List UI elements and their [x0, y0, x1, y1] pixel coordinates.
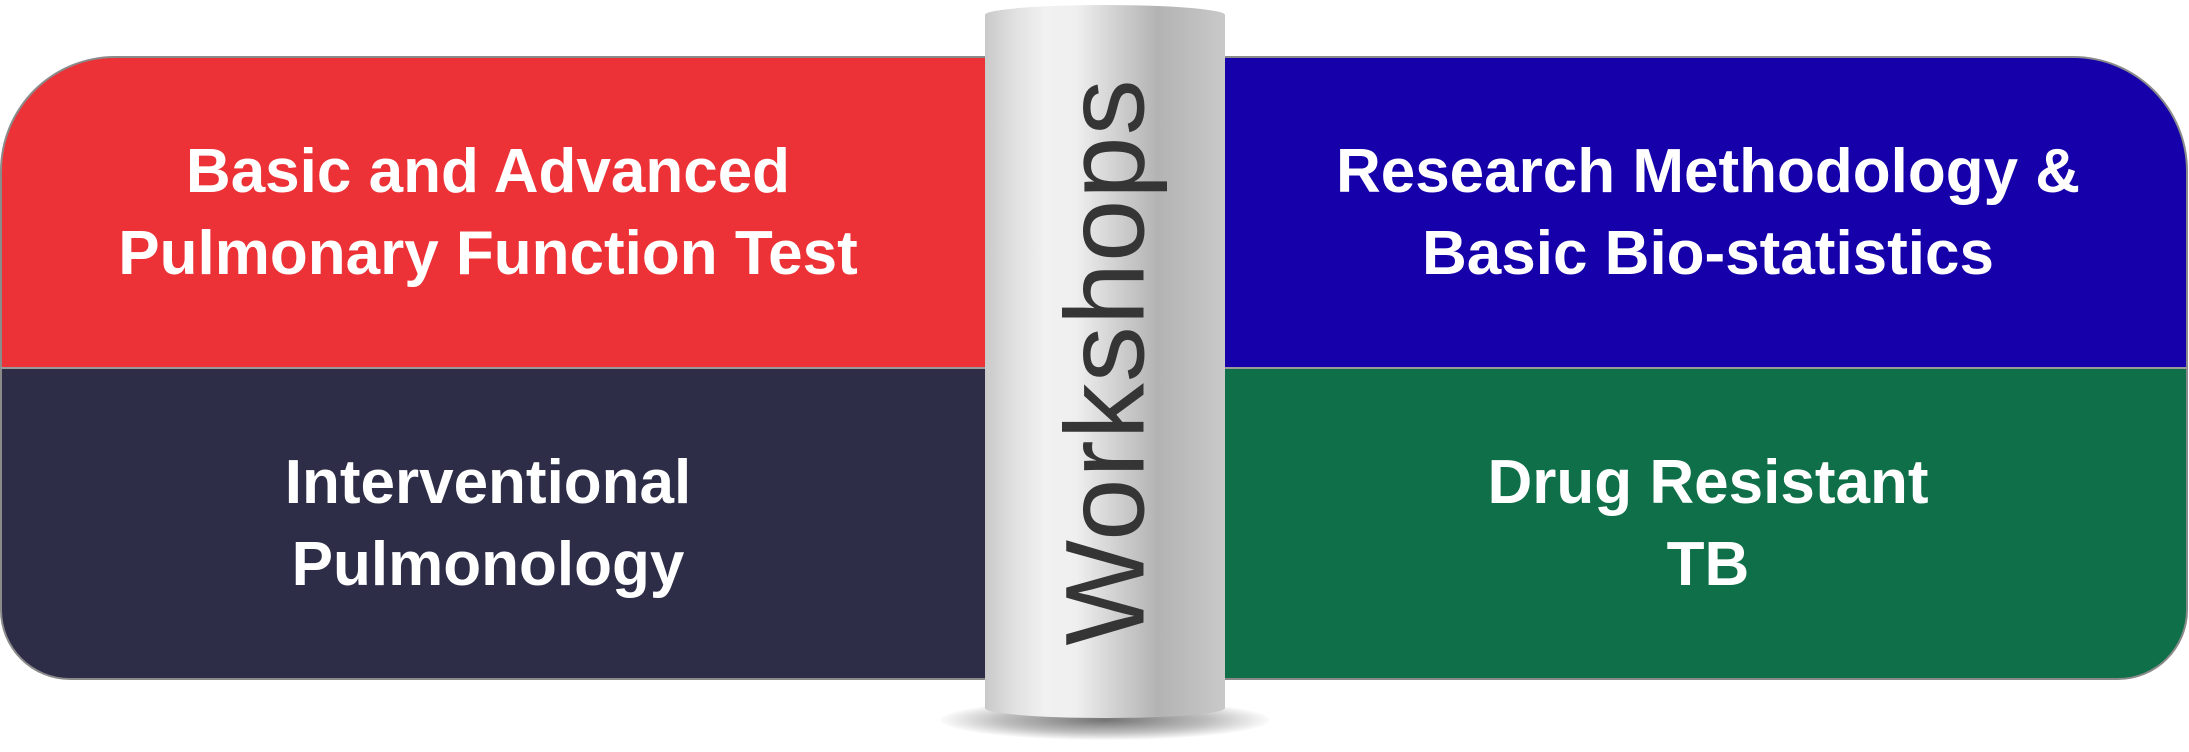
- workshop-panel-research: Research Methodology & Basic Bio-statist…: [1200, 56, 2188, 367]
- title-line: Basic Bio-statistics: [1422, 218, 1994, 288]
- workshop-title: Drug Resistant TB: [1230, 442, 2186, 606]
- title-line: Basic and Advanced: [185, 136, 791, 206]
- workshop-panel-pft: Basic and Advanced Pulmonary Function Te…: [0, 56, 1000, 367]
- title-line: Interventional: [284, 447, 692, 517]
- center-cylinder: Workshops: [985, 5, 1225, 718]
- title-line: Research Methodology &: [1335, 136, 2081, 206]
- workshop-title: Research Methodology & Basic Bio-statist…: [1230, 131, 2186, 295]
- title-line: Pulmonary Function Test: [118, 218, 858, 288]
- workshop-panel-interventional: Interventional Pulmonology: [0, 367, 1000, 680]
- title-line: Drug Resistant: [1487, 447, 1929, 517]
- title-line: TB: [1666, 529, 1750, 599]
- title-line: Pulmonology: [291, 529, 685, 599]
- workshop-title: Interventional Pulmonology: [2, 442, 974, 606]
- center-label: Workshops: [1042, 77, 1168, 646]
- workshop-title: Basic and Advanced Pulmonary Function Te…: [2, 131, 974, 295]
- workshop-panel-drtb: Drug Resistant TB: [1200, 367, 2188, 680]
